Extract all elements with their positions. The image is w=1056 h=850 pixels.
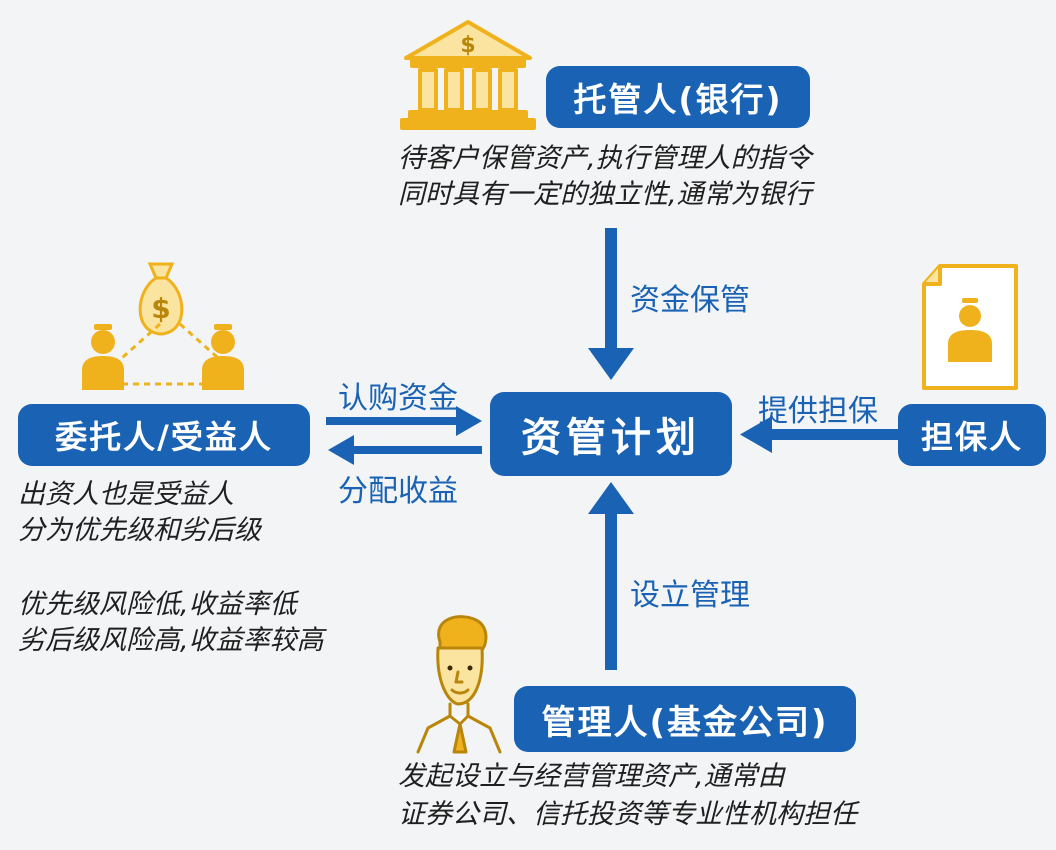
person-icon [82,324,124,390]
flow-label-management: 设立管理 [630,578,750,613]
arrow-subscribe-line [326,417,460,425]
manager-desc-line-1: 发起设立与经营管理资产,通常由 [398,761,785,792]
businessman-icon [416,615,502,754]
arrow-distribute-line [350,446,482,454]
trustor-desc-line-2: 分为优先级和劣后级 [18,515,261,546]
trustor-risk-line-2: 劣后级风险高,收益率较高 [18,625,324,656]
arrow-custody-head [588,348,634,380]
trustor-risk-line-1: 优先级风险低,收益率低 [18,589,297,620]
trustor-title: 委托人/受益人 [55,418,273,456]
custodian-box: 托管人(银行) [546,66,810,128]
arrow-custody-line [605,228,617,350]
svg-text:$: $ [151,292,170,325]
arrow-distribute-head [328,435,354,465]
svg-text:$: $ [460,33,475,58]
manager-box: 管理人(基金公司) [514,686,856,752]
arrow-management-line [605,512,617,670]
manager-title: 管理人(基金公司) [541,702,829,743]
flow-label-custody: 资金保管 [630,283,750,318]
arrow-subscribe-head [456,406,482,436]
flow-label-subscribe: 认购资金 [338,381,458,416]
manager-desc-line-2: 证券公司、信托投资等专业性机构担任 [398,799,857,830]
person-icon [202,324,244,390]
document-person-icon [922,264,1018,390]
custodian-desc-line-1: 待客户保管资产,执行管理人的指令 [398,143,812,174]
guarantor-title: 担保人 [920,418,1023,456]
arrow-management-head [588,482,634,514]
plan-title: 资管计划 [521,415,701,461]
arrow-guarantee-line [770,429,898,440]
arrow-guarantee-head [740,416,772,453]
trustor-box: 委托人/受益人 [18,404,310,466]
plan-box: 资管计划 [490,392,732,476]
custodian-title: 托管人(银行) [573,80,783,119]
money-bag-icon: $ [138,262,184,336]
bank-building-icon: $ [400,20,536,130]
flow-label-distribute: 分配收益 [338,474,458,509]
custodian-desc-line-2: 同时具有一定的独立性,通常为银行 [398,179,812,210]
flow-label-guarantee: 提供担保 [758,394,878,429]
trustor-desc-line-1: 出资人也是受益人 [18,479,234,510]
guarantor-box: 担保人 [898,404,1046,466]
